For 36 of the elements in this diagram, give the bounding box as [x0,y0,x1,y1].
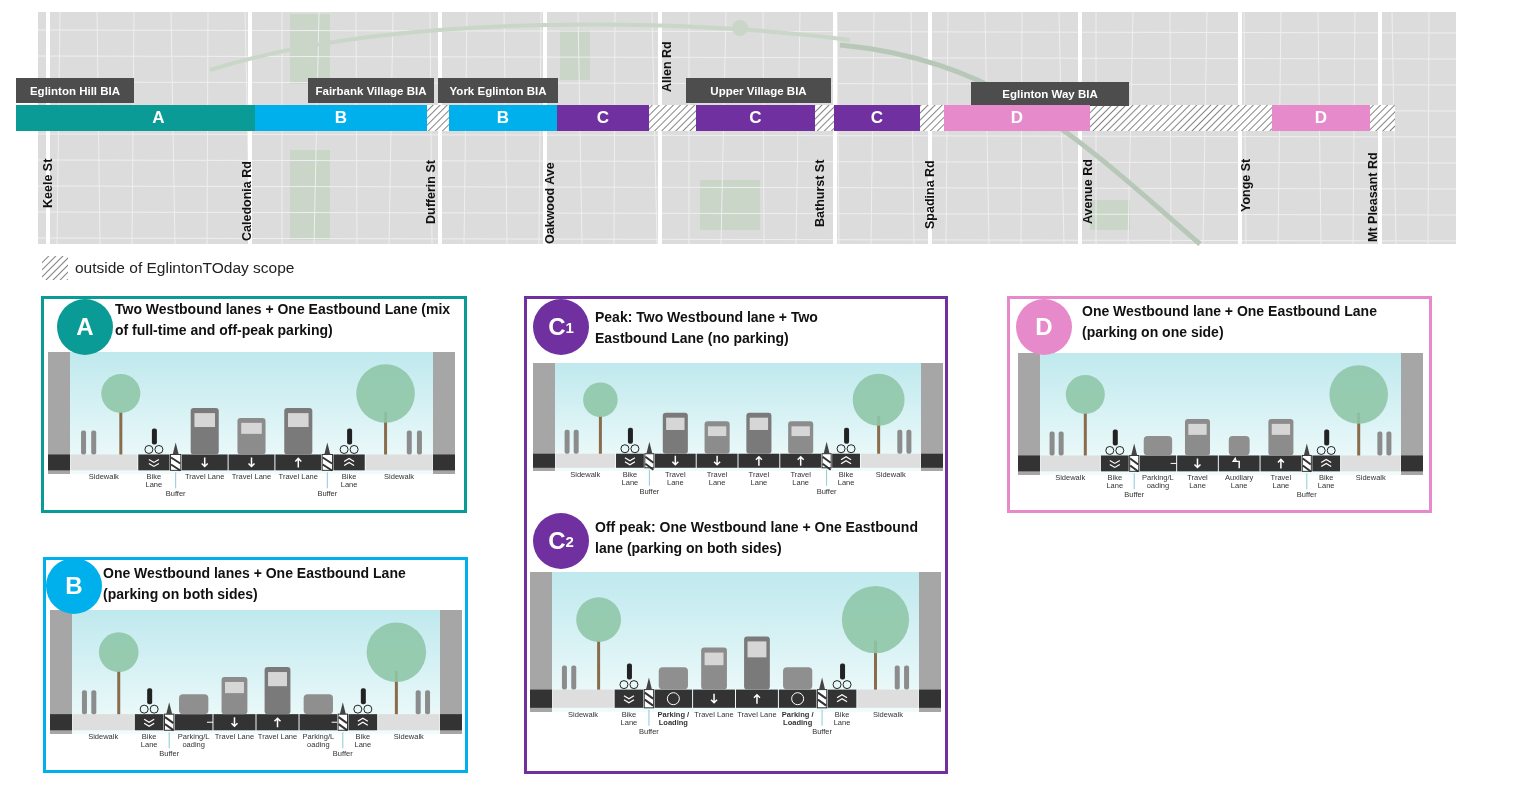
letter-badge: D [1016,299,1072,355]
cross-section-panel [43,557,468,773]
bia-tag: Eglinton Hill BIA [16,78,134,103]
legend-text: outside of EglintonTOday scope [75,259,295,277]
corridor-segment-bar: D [944,105,1090,131]
street-name: Dufferin St [424,160,438,224]
panel-heading: Two Westbound lanes + One Eastbound Lane (mix of full-time and off-peak parking) [115,300,452,340]
street-name: Avenue Rd [1081,159,1095,224]
panel-heading: One Westbound lanes + One Eastbound Lane (parking on both sides) [103,564,407,604]
corridor-segment-bar: D [1272,105,1370,131]
street-name: Caledonia Rd [240,161,254,241]
letter-badge: B [46,558,102,614]
bia-tag: Eglinton Way BIA [971,82,1129,106]
street-name: Keele St [41,158,55,208]
bia-tag: Upper Village BIA [686,78,831,103]
corridor-segment-bar: B [449,105,557,131]
cross-section-panel [1007,296,1432,513]
street-name: Allen Rd [660,41,674,92]
bia-tag: Fairbank Village BIA [308,78,434,103]
street-name: Oakwood Ave [543,162,557,244]
street-name: Spadina Rd [923,160,937,229]
corridor-segment-bar: A [16,105,255,131]
panel-heading: Peak: Two Westbound lane + Two Eastbound Lane (no parking) [595,308,819,348]
corridor-segment-bar: C [557,105,649,131]
bia-tag: York Eglinton BIA [438,78,558,103]
letter-badge: A [57,299,113,355]
street-name: Mt Pleasant Rd [1366,152,1380,242]
corridor-segment-bar: C [834,105,920,131]
corridor-segment-bar: C [696,105,815,131]
panel-heading: One Westbound lane + One Eastbound Lane (parking on one side) [1082,302,1378,342]
street-name: Yonge St [1239,158,1253,212]
corridor-segment-bar: B [255,105,427,131]
street-name: Bathurst St [813,159,827,227]
panel-heading: Off peak: One Westbound lane + One Eastbound lane (parking on both sides) [595,518,919,558]
cross-section-panel [41,296,467,513]
cross-section-panel [524,296,948,774]
